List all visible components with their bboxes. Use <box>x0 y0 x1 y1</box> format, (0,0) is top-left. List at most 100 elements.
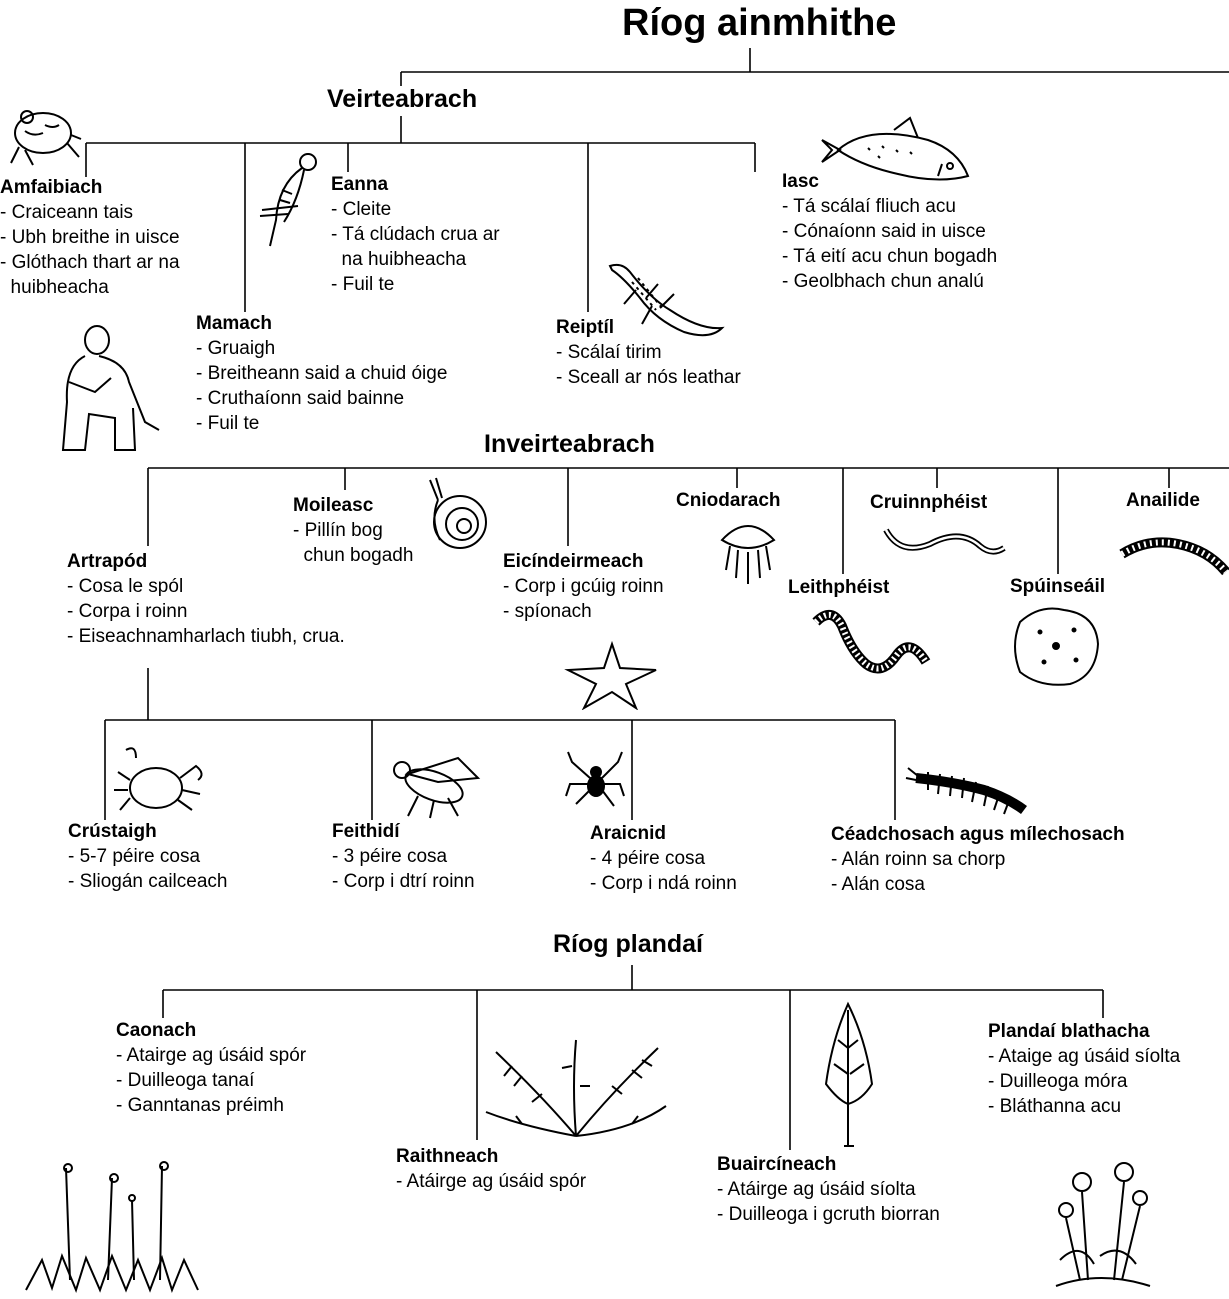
moss-node: Caonach - Atairge ag úsáid spór - Duille… <box>116 1019 306 1118</box>
arachnid-node: Araicnid - 4 péire cosa - Corp i ndá roi… <box>590 822 737 896</box>
moss-name: Caonach <box>116 1020 197 1041</box>
trait: - 3 péire cosa <box>332 846 448 867</box>
flatworm-name: Leithphéist <box>788 577 890 598</box>
trait: - Ubh breithe in uisce <box>0 227 180 248</box>
trait: - spíonach <box>503 601 592 622</box>
annelid-node: Anailide <box>1126 489 1200 513</box>
trait: - Corp i gcúig roinn <box>503 576 664 597</box>
trait: - Cleite <box>331 199 392 220</box>
myriapod-node: Céadchosach agus mílechosach - Alán roin… <box>831 823 1125 897</box>
fly-illustration <box>393 756 481 819</box>
invertebrates-title: Inveirteabrach <box>484 430 655 458</box>
moss-illustration <box>25 1161 199 1293</box>
trait: - Cosa le spól <box>67 576 184 597</box>
insect-name: Feithidí <box>332 821 400 842</box>
annelid-name: Anailide <box>1126 490 1200 511</box>
trait: - Eiseachnamharlach tiubh, crua. <box>67 626 345 647</box>
trait: - Sceall ar nós leathar <box>556 367 741 388</box>
roundworm-illustration <box>883 528 1006 555</box>
sponge-illustration <box>1014 607 1100 686</box>
trait: - Scálaí tirim <box>556 342 662 363</box>
fern-name: Raithneach <box>396 1146 499 1167</box>
trait: - Tá clúdach crua ar <box>331 224 500 245</box>
conifer-illustration <box>824 1001 874 1147</box>
trait: - Atáirge ag úsáid síolta <box>717 1179 916 1200</box>
fern-node: Raithneach - Atáirge ag úsáid spór <box>396 1145 586 1194</box>
crab-illustration <box>114 747 203 811</box>
trait: - Alán cosa <box>831 874 925 895</box>
trait: na huibheacha <box>331 249 467 270</box>
trait: - Corpa i roinn <box>67 601 188 622</box>
plant-kingdom-title: Ríog plandaí <box>553 930 703 958</box>
trait: - Craiceann tais <box>0 202 134 223</box>
trait: huibheacha <box>0 277 109 298</box>
flatworm-node: Leithphéist <box>788 576 889 600</box>
trait: - 4 péire cosa <box>590 848 706 869</box>
fish-name: Iasc <box>782 171 819 192</box>
mollusc-name: Moileasc <box>293 495 374 516</box>
animal-kingdom-title: Ríog ainmhithe <box>622 2 897 44</box>
spider-illustration <box>565 751 625 807</box>
cnidarian-name: Cniodarach <box>676 490 781 511</box>
amphibian-node: Amfaibiach - Craiceann tais - Ubh breith… <box>0 176 180 300</box>
person-illustration <box>61 325 160 451</box>
frog-illustration <box>10 110 82 166</box>
myriapod-name: Céadchosach agus mílechosach <box>831 824 1125 845</box>
trait: - Gruaigh <box>196 338 276 359</box>
sponge-node: Spúinseáil <box>1010 575 1105 599</box>
trait: - Fuil te <box>196 413 260 434</box>
starfish-illustration <box>564 640 657 710</box>
jellyfish-illustration <box>720 525 776 584</box>
flatworm-illustration <box>812 610 931 674</box>
trait: - Atáirge ag úsáid spór <box>396 1171 587 1192</box>
centipede-illustration <box>905 767 1027 815</box>
crustacean-node: Crústaigh - 5-7 péire cosa - Sliogán cai… <box>68 820 227 894</box>
roundworm-node: Cruinnphéist <box>870 491 987 515</box>
trait: - Tá eití acu chun bogadh <box>782 246 998 267</box>
crustacean-name: Crústaigh <box>68 821 157 842</box>
mammal-name: Mamach <box>196 313 273 334</box>
cnidarian-node: Cniodarach <box>676 489 781 513</box>
trait: - Sliogán cailceach <box>68 871 228 892</box>
fish-node: Iasc - Tá scálaí fliuch acu - Cónaíonn s… <box>782 170 997 294</box>
flowering-plant-name: Plandaí blathacha <box>988 1021 1150 1042</box>
bird-node: Eanna - Cleite - Tá clúdach crua ar na h… <box>331 173 500 297</box>
arachnid-name: Araicnid <box>590 823 667 844</box>
trait: - Ataige ag úsáid síolta <box>988 1046 1181 1067</box>
arthropod-node: Artrapód - Cosa le spól - Corpa i roinn … <box>67 550 345 649</box>
bird-illustration <box>259 153 317 247</box>
trait: - Breitheann said a chuid óige <box>196 363 448 384</box>
sponge-name: Spúinseáil <box>1010 576 1106 597</box>
trait: - Pillín bog <box>293 520 383 541</box>
flowering-plant-node: Plandaí blathacha - Ataige ag úsáid síol… <box>988 1020 1180 1119</box>
echinoderm-node: Eicíndeirmeach - Corp i gcúig roinn - sp… <box>503 550 664 624</box>
trait: - Cruthaíonn said bainne <box>196 388 405 409</box>
echinoderm-name: Eicíndeirmeach <box>503 551 644 572</box>
fern-illustration <box>485 1039 667 1137</box>
trait: - Corp i dtrí roinn <box>332 871 475 892</box>
trait: - 5-7 péire cosa <box>68 846 201 867</box>
lizard-illustration <box>608 263 725 337</box>
vertebrates-title: Veirteabrach <box>327 85 478 113</box>
bird-name: Eanna <box>331 174 389 195</box>
trait: - Duilleoga i gcruth biorran <box>717 1204 940 1225</box>
trait: chun bogadh <box>293 545 414 566</box>
mammal-node: Mamach - Gruaigh - Breitheann said a chu… <box>196 312 447 436</box>
trait: - Duilleoga tanaí <box>116 1070 255 1091</box>
trait: - Corp i ndá roinn <box>590 873 737 894</box>
annelid-illustration <box>1119 537 1229 576</box>
roundworm-name: Cruinnphéist <box>870 492 988 513</box>
trait: - Cónaíonn said in uisce <box>782 221 986 242</box>
conifer-name: Buaircíneach <box>717 1154 837 1175</box>
trait: - Fuil te <box>331 274 395 295</box>
fish-illustration <box>821 116 970 181</box>
trait: - Alán roinn sa chorp <box>831 849 1006 870</box>
trait: - Geolbhach chun analú <box>782 271 984 292</box>
trait: - Ganntanas préimh <box>116 1095 284 1116</box>
mollusc-node: Moileasc - Pillín bog chun bogadh <box>293 494 413 568</box>
insect-node: Feithidí - 3 péire cosa - Corp i dtrí ro… <box>332 820 475 894</box>
flowering-plant-illustration <box>1055 1162 1151 1287</box>
trait: - Bláthanna acu <box>988 1096 1122 1117</box>
trait: - Tá scálaí fliuch acu <box>782 196 956 217</box>
